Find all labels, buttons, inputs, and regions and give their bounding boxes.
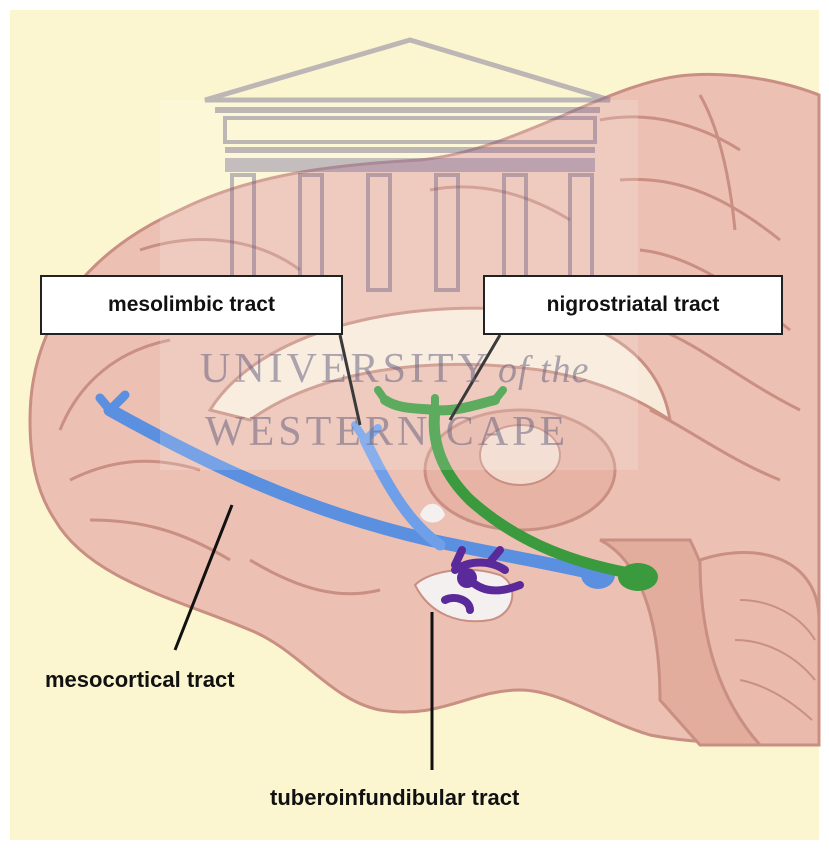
nigrostriatal-tract-label: nigrostriatal tract — [483, 275, 783, 335]
mesocortical-tract-label: mesocortical tract — [45, 667, 235, 693]
university-building-watermark — [160, 40, 638, 470]
tuberoinfundibular-tract-label: tuberoinfundibular tract — [270, 785, 519, 811]
mesolimbic-tract-label: mesolimbic tract — [40, 275, 343, 335]
watermark-university-main: UNIVERSITY — [200, 346, 492, 392]
watermark-western-cape-text: WESTERN CAPE — [205, 408, 569, 456]
watermark-of-the: of the — [498, 349, 589, 391]
